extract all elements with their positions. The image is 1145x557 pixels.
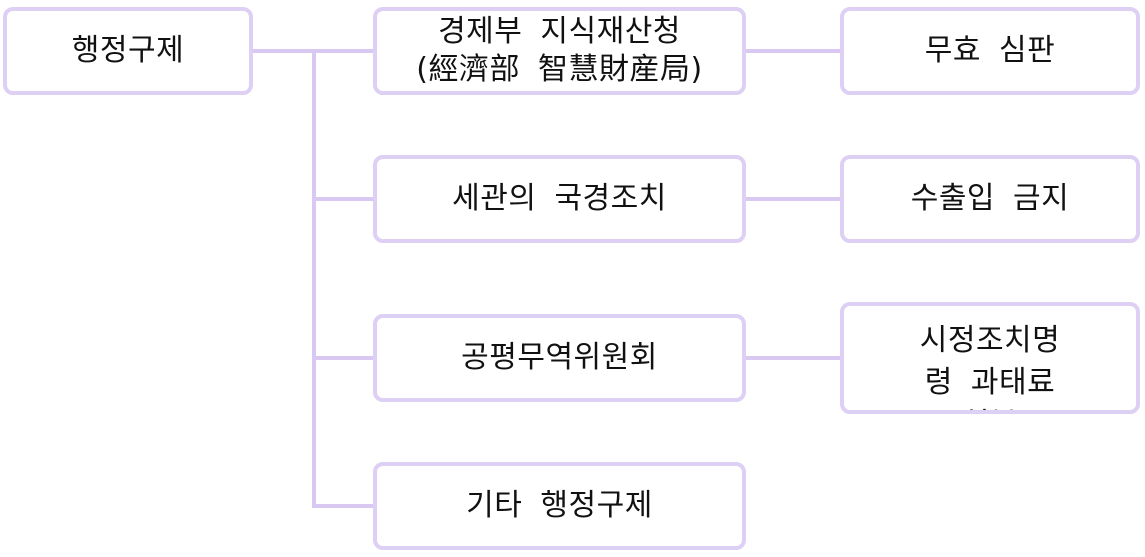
node-other-label: 기타 행정구제 <box>466 488 653 523</box>
node-ftc-label: 공평무역위원회 <box>461 340 658 375</box>
root-node-label: 행정구제 <box>71 33 185 68</box>
root-node-administrative-remedy: 행정구제 <box>3 7 253 95</box>
node-other-remedies: 기타 행정구제 <box>373 462 746 550</box>
node-corrective-label: 시정조치명 령 과태료 처분 <box>919 323 1061 410</box>
node-customs-label: 세관의 국경조치 <box>452 181 667 216</box>
node-customs-border-measures: 세관의 국경조치 <box>373 155 746 243</box>
node-ip-office: 경제부 지식재산청 (經濟部 智慧財産局) <box>373 7 746 95</box>
node-corrective-order-fine: 시정조치명 령 과태료 처분 <box>840 302 1140 414</box>
node-invalidation-trial: 무효 심판 <box>840 7 1140 95</box>
node-ban-label: 수출입 금지 <box>910 181 1070 216</box>
node-import-export-ban: 수출입 금지 <box>840 155 1140 243</box>
node-ip-office-label: 경제부 지식재산청 (經濟部 智慧財産局) <box>416 14 703 87</box>
node-invalidation-label: 무효 심판 <box>924 33 1056 68</box>
node-fair-trade-commission: 공평무역위원회 <box>373 314 746 402</box>
